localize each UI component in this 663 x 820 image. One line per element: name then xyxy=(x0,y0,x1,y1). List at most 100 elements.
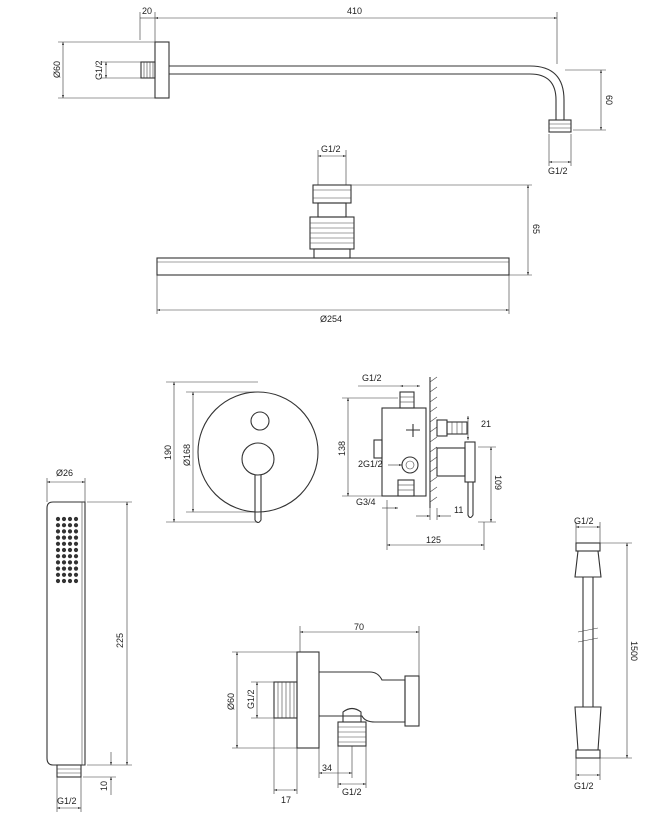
arm-flange-depth-label: 20 xyxy=(142,6,152,16)
nozzle-dot xyxy=(55,560,61,565)
nozzle-dot xyxy=(73,547,79,553)
nozzle-dot xyxy=(61,560,67,565)
body-top-thread-label: G1/2 xyxy=(362,373,382,383)
hand-shower-drawing: Ø26 225 10 G1/2 xyxy=(46,468,132,812)
hose-drawing: G1/2 1500 G1/2 xyxy=(574,516,639,791)
plate-inner-label: Ø168 xyxy=(182,444,192,466)
head-plate xyxy=(156,257,510,276)
nozzle-dot xyxy=(55,523,61,528)
head-thread-label: G1/2 xyxy=(321,144,341,154)
lever-cartridge xyxy=(436,447,466,477)
body-side-height-label: 138 xyxy=(337,441,347,456)
nozzle-dot xyxy=(55,535,61,540)
hose-lower-section xyxy=(582,636,594,707)
hand-connector-height-label: 10 xyxy=(99,781,109,791)
nozzle-dot xyxy=(61,523,67,528)
nozzle-dot xyxy=(73,560,79,565)
hose-bottom-thread-label: G1/2 xyxy=(574,781,594,791)
hand-diameter-label: Ø26 xyxy=(56,468,73,478)
valve-body xyxy=(381,407,427,497)
body-side-port xyxy=(373,439,383,459)
body-nut-depth-label: 21 xyxy=(481,419,491,429)
nozzle-dot xyxy=(55,572,61,577)
cross-valve xyxy=(406,424,420,437)
nozzle-dot xyxy=(67,516,73,522)
head-diameter-label: Ø254 xyxy=(320,314,342,324)
hose-break-mark xyxy=(577,627,599,643)
hose-bottom-cone xyxy=(574,706,602,751)
outlet-stem xyxy=(342,707,362,722)
outlet-flange-depth-label: 17 xyxy=(281,795,291,805)
nozzle-dot xyxy=(55,541,61,546)
nozzle-dot xyxy=(55,554,61,559)
body-bottom-inlet xyxy=(397,479,415,497)
nozzle-dot xyxy=(73,516,79,522)
mixer-plate-drawing: 190 Ø168 xyxy=(163,381,319,524)
diverter-knob xyxy=(250,411,270,431)
hose-top-nut xyxy=(575,542,601,552)
outlet-wall-thread-label: G1/2 xyxy=(246,689,256,709)
hose-bottom-nut xyxy=(575,749,601,759)
nozzle-dot xyxy=(61,566,67,571)
arm-drop-height-label: 60 xyxy=(604,95,614,105)
nozzle-dot xyxy=(55,566,61,571)
lever-handle-base xyxy=(464,441,476,483)
plate-outer-label: 190 xyxy=(163,445,173,460)
outlet-hose-thread-label: G1/2 xyxy=(342,787,362,797)
nozzle-dot xyxy=(61,572,67,577)
mixer-cover-plate xyxy=(197,391,319,513)
head-height-label: 65 xyxy=(531,224,541,234)
outlet-holder-cup xyxy=(404,675,420,727)
body-lever-height-label: 109 xyxy=(493,475,503,490)
nozzle-dot xyxy=(67,566,73,571)
arm-outlet-thread xyxy=(548,119,572,133)
hand-length-label: 225 xyxy=(115,633,125,648)
head-neck xyxy=(313,248,351,259)
nozzle-dot xyxy=(55,578,61,584)
nozzle-dot xyxy=(73,554,79,559)
nozzle-grid xyxy=(55,516,79,584)
nozzle-dot xyxy=(61,529,67,534)
hand-shower-body xyxy=(46,501,86,766)
nozzle-dot xyxy=(73,572,79,577)
nozzle-dot xyxy=(73,566,79,571)
outlet-elbow-body xyxy=(319,671,406,723)
outlet-wall-thread xyxy=(273,681,298,719)
hose-length-label: 1500 xyxy=(629,641,639,661)
shower-arm-drawing: 20 410 Ø60 G1/2 60 G1/2 xyxy=(52,6,614,176)
nozzle-dot xyxy=(67,523,73,528)
hose-upper-section xyxy=(582,577,594,636)
arm-outlet-thread-label: G1/2 xyxy=(548,166,568,176)
arm-wall-flange xyxy=(154,41,170,99)
body-wall-gap-label: 11 xyxy=(454,505,463,515)
head-ball-joint xyxy=(317,202,347,218)
nozzle-dot xyxy=(61,578,67,584)
nozzle-dot xyxy=(67,554,73,559)
body-inlet-thread-label: G3/4 xyxy=(356,497,376,507)
hand-shower-connector xyxy=(56,764,82,778)
nozzle-dot xyxy=(67,541,73,546)
outlet-hose-thread xyxy=(337,721,367,747)
outlet-wall-flange xyxy=(296,651,320,749)
hand-thread-label: G1/2 xyxy=(57,796,77,806)
mixer-lever-hub xyxy=(241,442,275,476)
nozzle-dot xyxy=(67,578,73,584)
nozzle-dot xyxy=(61,535,67,540)
nozzle-dot xyxy=(67,535,73,540)
nozzle-dot xyxy=(61,547,67,553)
nozzle-dot xyxy=(73,541,79,546)
nozzle-dot xyxy=(67,572,73,577)
head-top-nut xyxy=(312,184,352,204)
outlet-length-label: 70 xyxy=(354,622,364,632)
nozzle-dot xyxy=(73,529,79,534)
nozzle-dot xyxy=(73,535,79,540)
hose-top-cone xyxy=(574,550,602,578)
wall-outlet-drawing: 70 Ø60 G1/2 34 G1/2 17 xyxy=(226,622,420,805)
body-outlets-label: 2G1/2 xyxy=(358,459,383,469)
arm-flange-diameter-label: Ø60 xyxy=(52,61,62,78)
diverter-spindle xyxy=(436,419,448,437)
hose-top-thread-label: G1/2 xyxy=(574,516,594,526)
arm-inlet-thread xyxy=(140,61,156,79)
overhead-shower-drawing: G1/2 65 Ø254 xyxy=(156,144,541,324)
